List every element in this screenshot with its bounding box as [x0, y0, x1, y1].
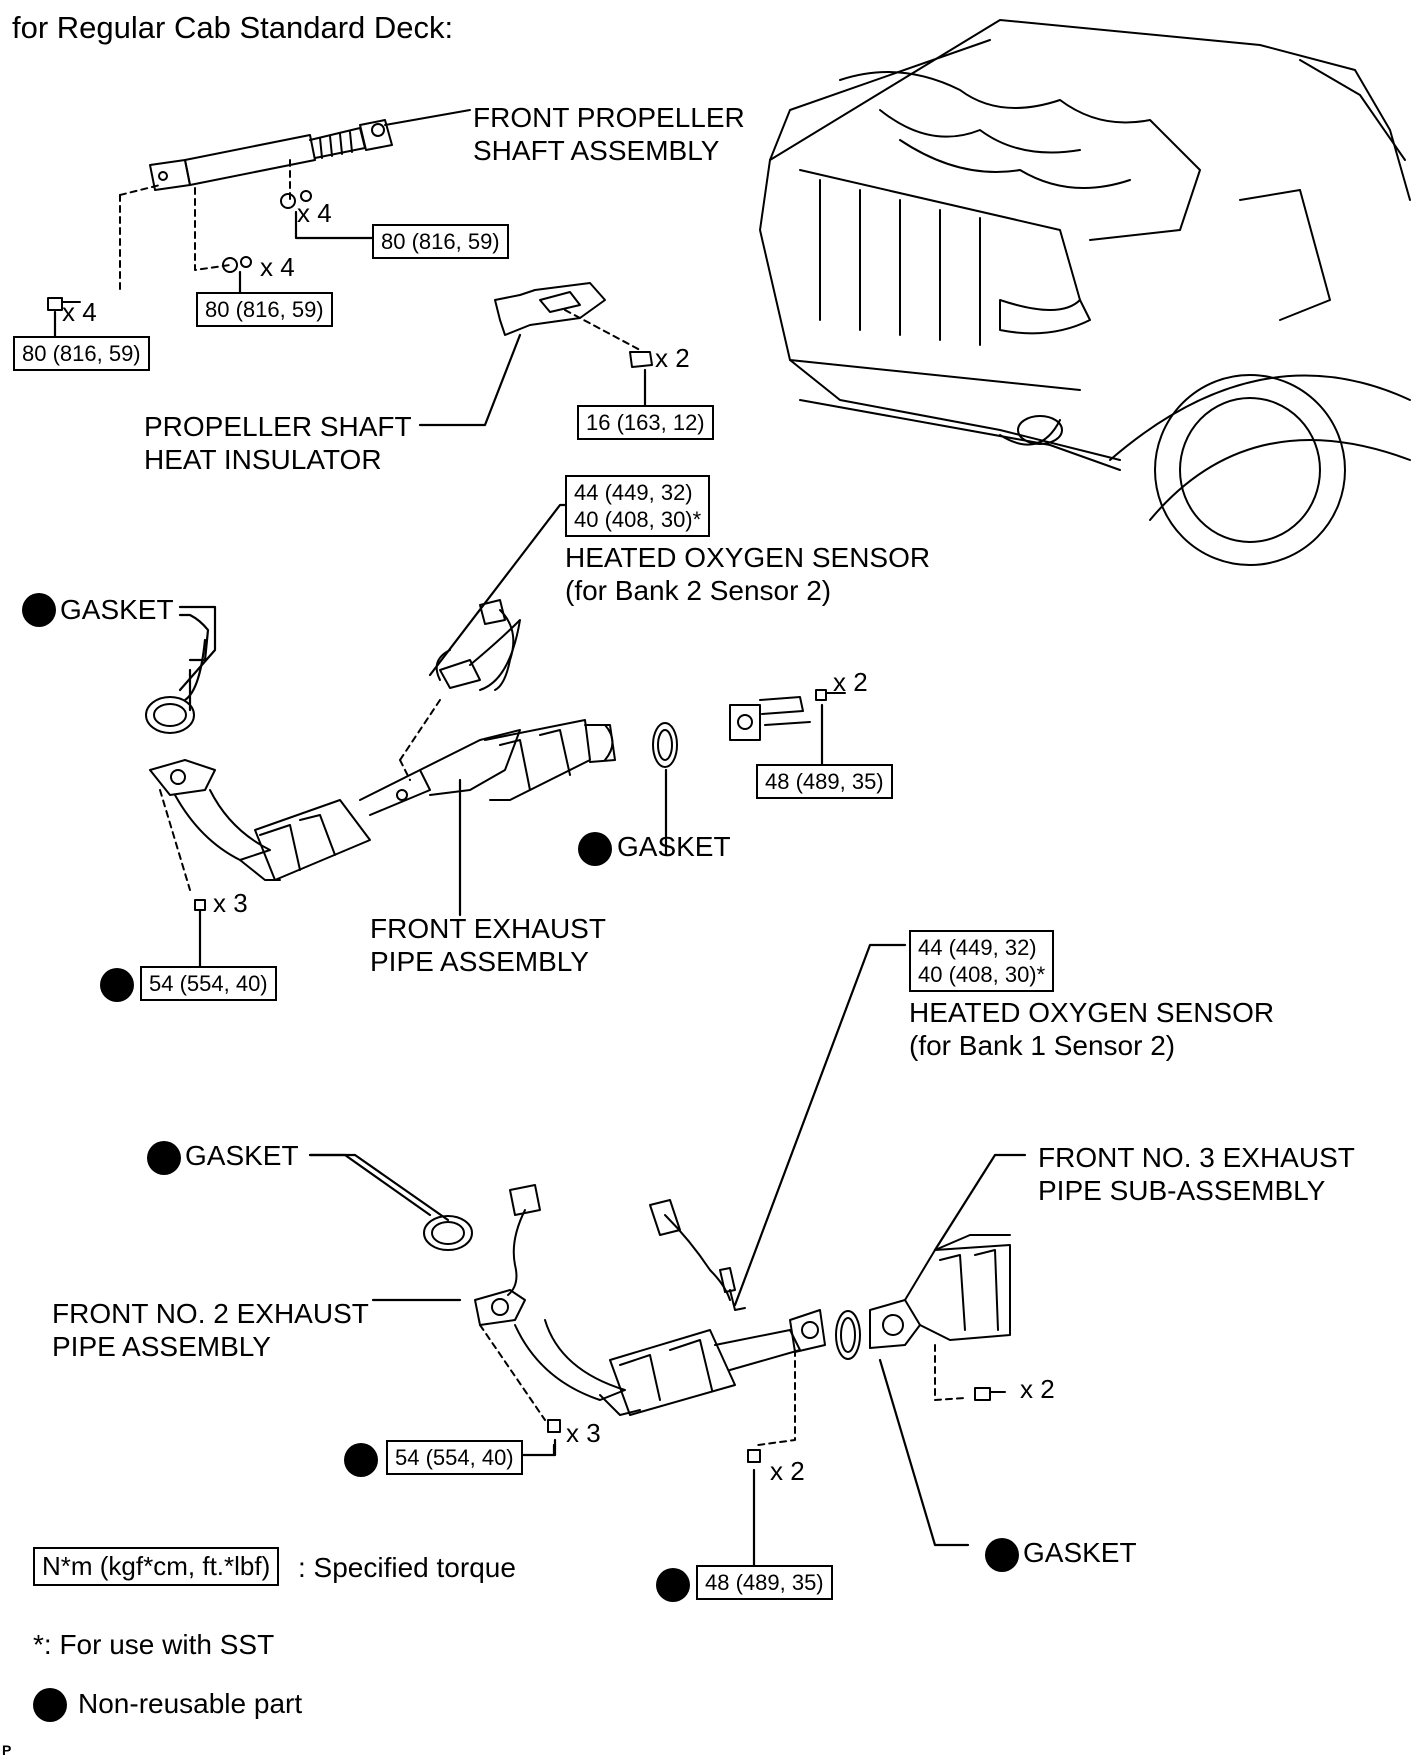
leader-lines [178, 605, 432, 1217]
label-line: FRONT EXHAUST [370, 913, 606, 944]
label-front-no3-exhaust-pipe: FRONT NO. 3 EXHAUST PIPE SUB-ASSEMBLY [1038, 1141, 1355, 1207]
torque-line: 40 (408, 30)* [918, 962, 1046, 987]
label-gasket: GASKET [185, 1140, 299, 1171]
qty-label: x 4 [297, 198, 332, 228]
label-line: PROPELLER SHAFT [144, 411, 412, 442]
label-line: PIPE ASSEMBLY [370, 946, 589, 977]
torque-box: 80 (816, 59) [196, 292, 333, 327]
legend-non-reusable-marker [33, 1688, 67, 1722]
oxygen-sensor-b2-drawing [428, 503, 602, 691]
label-front-propeller-shaft: FRONT PROPELLER SHAFT ASSEMBLY [473, 101, 745, 167]
front-exhaust-pipe-drawing [145, 613, 846, 970]
label-oxygen-sensor-b2: HEATED OXYGEN SENSOR (for Bank 2 Sensor … [565, 541, 930, 607]
non-reusable-marker [656, 1568, 690, 1602]
torque-box: 54 (554, 40) [140, 966, 277, 1001]
non-reusable-marker [147, 1141, 181, 1175]
oxygen-sensor-b1-drawing [649, 943, 907, 1311]
qty-label: x 4 [62, 297, 97, 327]
legend-torque-description: : Specified torque [298, 1552, 516, 1583]
torque-line: 40 (408, 30)* [574, 507, 702, 532]
qty-label: x 3 [213, 888, 248, 918]
torque-box: 54 (554, 40) [386, 1440, 523, 1475]
label-line: HEATED OXYGEN SENSOR [909, 997, 1275, 1028]
torque-box-oxygen-sensor-b1: 44 (449, 32) 40 (408, 30)* [909, 930, 1055, 992]
label-line: FRONT PROPELLER [473, 102, 745, 133]
label-gasket: GASKET [1023, 1537, 1137, 1568]
label-line: (for Bank 1 Sensor 2) [909, 1030, 1176, 1061]
non-reusable-marker [100, 968, 134, 1002]
non-reusable-marker [578, 832, 612, 866]
qty-label: x 4 [260, 252, 295, 282]
torque-box: 48 (489, 35) [756, 764, 893, 799]
label-front-exhaust-pipe: FRONT EXHAUST PIPE ASSEMBLY [370, 912, 606, 978]
label-line: HEATED OXYGEN SENSOR [565, 542, 931, 573]
label-line: PIPE SUB-ASSEMBLY [1038, 1175, 1326, 1206]
qty-label: x 2 [833, 667, 868, 697]
non-reusable-marker [344, 1443, 378, 1477]
label-line: FRONT NO. 2 EXHAUST [52, 1298, 369, 1329]
label-front-no2-exhaust-pipe: FRONT NO. 2 EXHAUST PIPE ASSEMBLY [52, 1297, 369, 1363]
label-line: PIPE ASSEMBLY [52, 1331, 271, 1362]
torque-box: 80 (816, 59) [13, 336, 150, 371]
figure-code: P [2, 1742, 12, 1758]
torque-line: 44 (449, 32) [574, 480, 693, 505]
label-gasket: GASKET [617, 831, 731, 862]
heat-insulator-drawing [418, 282, 653, 427]
front-no2-exhaust-pipe-drawing [308, 1153, 1027, 1582]
non-reusable-marker [985, 1538, 1019, 1572]
legend-non-reusable-label: Non-reusable part [78, 1688, 303, 1719]
torque-box: 16 (163, 12) [577, 405, 714, 440]
torque-line: 44 (449, 32) [918, 935, 1037, 960]
legend-torque-box: N*m (kgf*cm, ft.*lbf) [33, 1547, 280, 1586]
non-reusable-marker [22, 593, 56, 627]
torque-box-oxygen-sensor-b2: 44 (449, 32) 40 (408, 30)* [565, 475, 711, 537]
torque-box: 48 (489, 35) [696, 1565, 833, 1600]
truck-illustration [759, 19, 1411, 566]
qty-label: x 2 [1020, 1374, 1055, 1404]
label-heat-insulator: PROPELLER SHAFT HEAT INSULATOR [144, 410, 412, 476]
label-gasket: GASKET [60, 594, 174, 625]
label-line: FRONT NO. 3 EXHAUST [1038, 1142, 1355, 1173]
torque-box: 80 (816, 59) [372, 224, 509, 259]
label-line: (for Bank 2 Sensor 2) [565, 575, 832, 606]
qty-label: x 2 [655, 343, 690, 373]
qty-label: x 3 [566, 1418, 601, 1448]
page-heading: for Regular Cab Standard Deck: [12, 10, 454, 45]
label-oxygen-sensor-b1: HEATED OXYGEN SENSOR (for Bank 1 Sensor … [909, 996, 1274, 1062]
label-line: SHAFT ASSEMBLY [473, 135, 720, 166]
qty-label: x 2 [770, 1456, 805, 1486]
legend-sst-note: *: For use with SST [33, 1629, 275, 1660]
label-line: HEAT INSULATOR [144, 444, 382, 475]
